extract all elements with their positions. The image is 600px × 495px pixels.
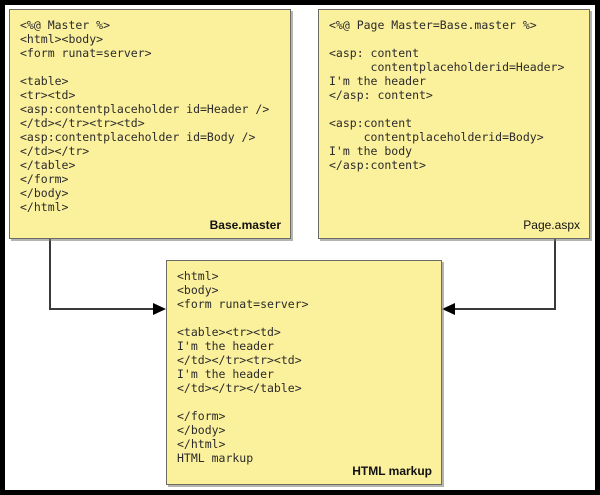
note-label-base-master: Base.master [209, 218, 281, 232]
code-block-html-markup: <html> <body> <form runat=server> <table… [177, 269, 309, 465]
code-block-page-aspx: <%@ Page Master=Base.master %> <asp: con… [329, 18, 565, 172]
arrowhead-left-icon [442, 303, 455, 315]
connector-master-vertical [49, 239, 51, 310]
connector-page-horizontal [452, 308, 556, 310]
note-base-master: <%@ Master %> <html><body> <form runat=s… [9, 9, 291, 239]
connector-master-horizontal [49, 308, 157, 310]
note-page-aspx: <%@ Page Master=Base.master %> <asp: con… [318, 9, 590, 239]
note-label-html-markup: HTML markup [352, 464, 432, 478]
note-label-page-aspx: Page.aspx [523, 218, 580, 232]
connector-page-vertical [554, 239, 556, 310]
code-block-base-master: <%@ Master %> <html><body> <form runat=s… [20, 18, 270, 214]
arrowhead-right-icon [153, 303, 166, 315]
note-html-markup: <html> <body> <form runat=server> <table… [166, 260, 442, 485]
